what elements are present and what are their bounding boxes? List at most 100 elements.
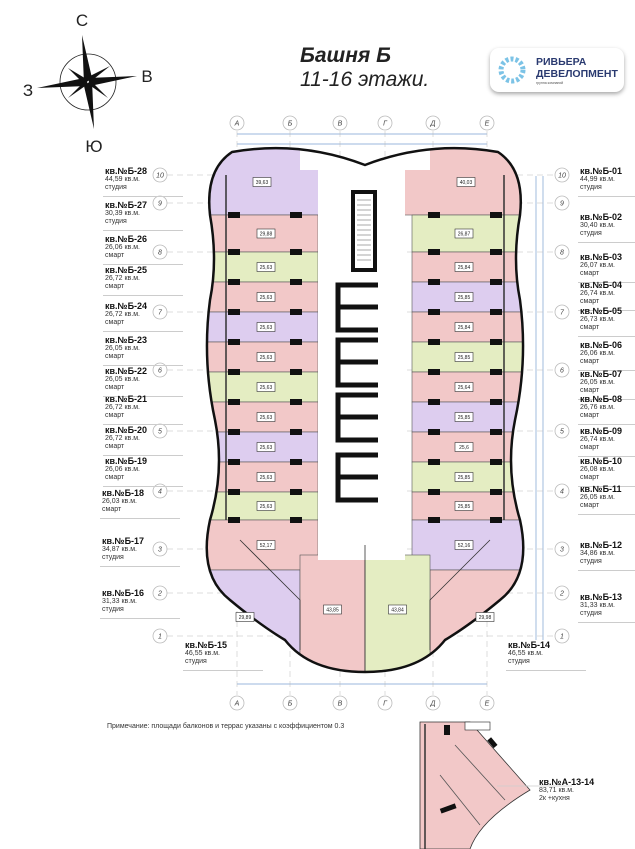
column-axis-label: Е [485,121,490,128]
unit-area-box: 25,85 [458,295,471,301]
column-axis-marker [229,695,245,711]
divider [103,295,183,296]
row-axis-label: 3 [560,547,564,554]
apartment-zone-left[interactable] [190,431,319,463]
divider [578,424,635,425]
row-axis-label: 8 [560,250,564,257]
row-axis-label: 4 [158,489,162,496]
column-axis-marker [425,695,441,711]
unit-type: смарт [105,384,125,391]
page-title: Башня Б 11-16 этажи. [300,44,429,92]
row-axis-label: 5 [158,429,162,436]
unit-area: 26,74 кв.м. [580,436,615,443]
unit-area: 26,05 кв.м. [105,376,140,383]
inset-unit-plan [419,721,572,849]
divider [578,456,635,457]
apartment-zone-right[interactable] [411,491,540,521]
inset-unit-name: кв.№А-13-14 [539,777,595,787]
divider [103,424,183,425]
apartment-zone-right[interactable] [411,431,540,463]
row-axis-label: 5 [560,429,564,436]
unit-area-box: 43,84 [391,608,404,614]
divider [100,518,180,519]
apartment-zone-right[interactable] [411,461,540,493]
row-axis-label: 1 [560,634,564,641]
staircase [351,190,377,272]
divider [578,310,635,311]
building-outline [205,146,525,674]
unit-type: смарт [580,444,600,451]
row-axis-label: 4 [560,489,564,496]
unit-name: кв.№Б-20 [105,425,148,435]
unit-name: кв.№Б-18 [102,488,145,498]
apartment-zone-left[interactable] [190,341,319,373]
row-axis-label: 2 [559,591,564,598]
divider [578,622,635,623]
row-axis-label: 8 [158,250,162,257]
row-axis-marker [152,304,168,320]
row-axis-marker [152,541,168,557]
row-axis-marker [554,541,570,557]
divider [103,230,183,231]
column-axis-marker [229,115,245,131]
divider [103,264,183,265]
unit-type: студия [580,610,602,617]
unit-area-box: 39,63 [256,180,269,186]
apartment-zone-right[interactable] [411,214,540,253]
column-axis-label: В [338,121,343,128]
apartment-zone-right[interactable] [411,401,540,433]
row-axis-label: 6 [158,368,162,375]
unit-name: кв.№Б-22 [105,366,148,376]
unit-area-box: 25,63 [260,415,273,421]
compass-west: З [23,81,33,100]
logo-line3: группа компаний [536,81,564,85]
unit-area-box: 25,6 [459,445,469,451]
unit-type: смарт [580,474,600,481]
unit-type: студия [508,658,530,665]
column-axis-label: В [338,701,343,708]
apartment-zone-left[interactable] [190,214,319,253]
row-axis-marker [554,585,570,601]
compass-south: Ю [85,137,102,156]
elevator-shaft [335,392,378,443]
row-axis-marker [554,167,570,183]
apartment-zone-right[interactable] [411,341,540,373]
column-axis-label: Г [383,121,388,128]
unit-type: студия [185,658,207,665]
unit-name: кв.№Б-14 [508,640,551,650]
unit-area-box: 29,89 [239,615,252,621]
logo-ring-icon [498,56,526,84]
unit-area: 30,40 кв.м. [580,222,615,229]
column-axis-label: Г [383,701,388,708]
unit-area: 26,74 кв.м. [580,290,615,297]
elevator-shaft [335,282,378,333]
apartment-zone-left[interactable] [190,461,319,493]
apartment-zone-right[interactable] [411,251,540,283]
apartment-zone-left[interactable] [190,251,319,283]
unit-name: кв.№Б-06 [580,340,623,350]
unit-type: смарт [580,412,600,419]
unit-area: 30,39 кв.м. [105,210,140,217]
unit-area-box: 25,84 [458,265,471,271]
unit-type: смарт [105,319,125,326]
column-axis-marker [282,115,298,131]
unit-area: 46,55 кв.м. [185,650,220,657]
floor-range: 11-16 этажи. [300,68,430,91]
divider [578,282,635,283]
unit-area: 26,73 кв.м. [580,316,615,323]
apartment-zone-left[interactable] [190,401,319,433]
unit-area-box: 25,63 [260,445,273,451]
apartment-zone-left[interactable] [190,491,319,521]
unit-type: смарт [580,324,600,331]
